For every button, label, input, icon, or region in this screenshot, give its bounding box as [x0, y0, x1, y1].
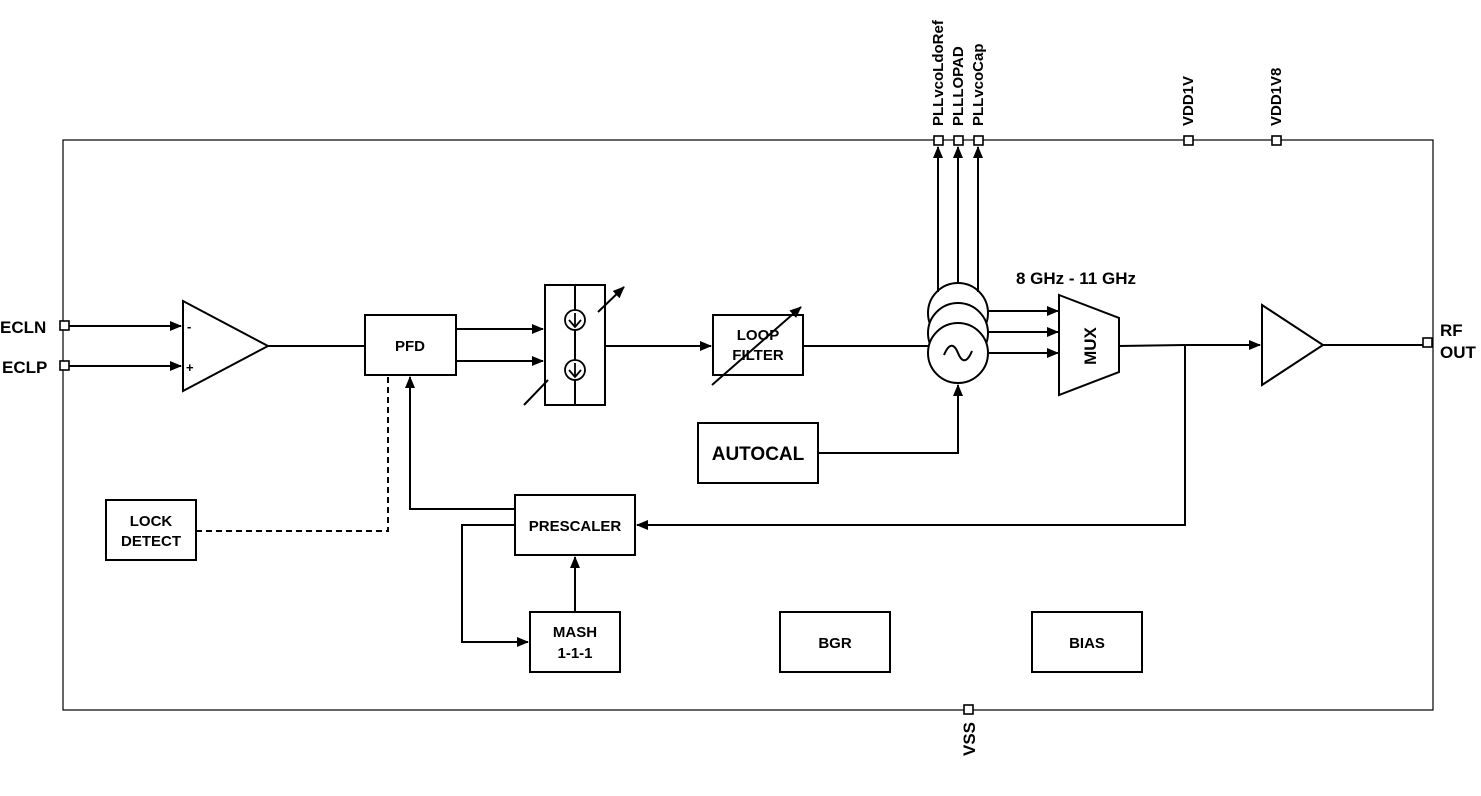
- prescaler-label: PRESCALER: [529, 518, 622, 535]
- pin-ecln-label: ECLN: [0, 318, 46, 337]
- pfd-box: [364, 314, 457, 376]
- pin-pll-lopad-label: PLLLOPAD: [950, 46, 967, 126]
- wire-feedback-to-prescaler: [636, 345, 1186, 530]
- amp-minus-label: -: [187, 319, 191, 334]
- loop-filter-label-1: LOOP: [737, 327, 780, 344]
- pin-eclp-pad: [59, 360, 70, 371]
- bias-box: [1031, 611, 1143, 673]
- pin-pll-lopad-pad: [953, 135, 964, 146]
- autocal-label: AUTOCAL: [712, 444, 805, 465]
- pin-eclp: ECLP: [2, 358, 70, 377]
- mash-label-2: 1-1-1: [557, 645, 592, 662]
- pin-pll-vco-cap: PLLvcoCap: [970, 43, 987, 146]
- wire-lock-detect-dashed: [196, 376, 389, 532]
- pin-pll-vco-ldo-ref: PLLvcoLdoRef: [930, 19, 947, 146]
- bgr-box: [779, 611, 891, 673]
- pin-pll-lopad: PLLLOPAD: [950, 46, 967, 146]
- wire-autocal-to-vco: [818, 384, 963, 454]
- lock-detect-block: LOCK DETECT: [105, 499, 197, 561]
- amp-plus-label: +: [186, 360, 194, 375]
- loop-filter-label-2: FILTER: [732, 347, 784, 364]
- pin-vdd1v8-label: VDD1V8: [1268, 68, 1285, 126]
- input-amplifier-triangle-icon: [182, 299, 271, 393]
- pin-vss-label: VSS: [960, 722, 979, 756]
- pin-pll-vco-ldo-ref-pad: [933, 135, 944, 146]
- lock-detect-label-1: LOCK: [130, 513, 173, 530]
- output-buffer-triangle-icon: [1261, 303, 1325, 387]
- pin-ecln: ECLN: [0, 318, 70, 337]
- pin-pll-vco-cap-pad: [973, 135, 984, 146]
- mux-label: MUX: [1081, 326, 1100, 364]
- pin-vss-pad: [963, 704, 974, 715]
- autocal-block: AUTOCAL: [697, 422, 819, 484]
- bias-label: BIAS: [1069, 635, 1105, 652]
- loop-filter-block: LOOP FILTER: [711, 306, 804, 386]
- loop-filter-tunable-arrow-icon: [711, 306, 802, 386]
- wire-mux-to-output-buffer: [1118, 340, 1261, 350]
- prescaler-block: PRESCALER: [514, 494, 636, 556]
- mash-label-1: MASH: [553, 624, 597, 641]
- bgr-label: BGR: [818, 635, 852, 652]
- lock-detect-label-2: DETECT: [121, 533, 181, 550]
- pin-rf-out-label-1: RF: [1440, 321, 1463, 340]
- prescaler-box: [514, 494, 636, 556]
- pin-rf-out-pad: [1422, 337, 1433, 348]
- pin-vss: VSS: [960, 704, 979, 756]
- frequency-range-label: 8 GHz - 11 GHz: [1016, 269, 1136, 288]
- pin-vdd1v-label: VDD1V: [1180, 76, 1197, 126]
- lock-detect-box: [105, 499, 197, 561]
- pin-vdd1v-pad: [1183, 135, 1194, 146]
- input-amplifier: - +: [182, 299, 271, 393]
- oscillator-sine-icon: [943, 344, 973, 362]
- bgr-block: BGR: [779, 611, 891, 673]
- bias-block: BIAS: [1031, 611, 1143, 673]
- pin-rf-out-label-2: OUT: [1440, 343, 1477, 362]
- chip-outline: [62, 139, 1434, 711]
- vco-bank: [927, 282, 989, 384]
- current-source-top-icon: [564, 309, 586, 331]
- pin-ecln-pad: [59, 320, 70, 331]
- pin-pll-vco-ldo-ref-label: PLLvcoLdoRef: [930, 19, 947, 126]
- charge-pump-tunable-arrow-icon: [597, 286, 625, 313]
- wire-prescaler-to-mash: [461, 524, 529, 647]
- mash-block: MASH 1-1-1: [529, 611, 621, 673]
- mash-box: [529, 611, 621, 673]
- mux-block: MUX: [1058, 293, 1120, 397]
- pfd-label: PFD: [395, 338, 425, 355]
- wire-prescaler-to-pfd: [405, 376, 515, 510]
- current-source-bottom-icon: [564, 359, 586, 381]
- pin-vdd1v8-pad: [1271, 135, 1282, 146]
- charge-pump-tune-slash: [523, 379, 549, 406]
- pin-vdd1v: VDD1V: [1180, 76, 1197, 146]
- pin-rf-out: RF OUT: [1422, 321, 1477, 362]
- pin-vdd1v8: VDD1V8: [1268, 68, 1285, 146]
- charge-pump: [523, 284, 625, 406]
- autocal-box: [697, 422, 819, 484]
- pin-pll-vco-cap-label: PLLvcoCap: [970, 43, 987, 126]
- pfd-block: PFD: [364, 314, 457, 376]
- pin-eclp-label: ECLP: [2, 358, 47, 377]
- mux-trapezoid: [1058, 293, 1120, 397]
